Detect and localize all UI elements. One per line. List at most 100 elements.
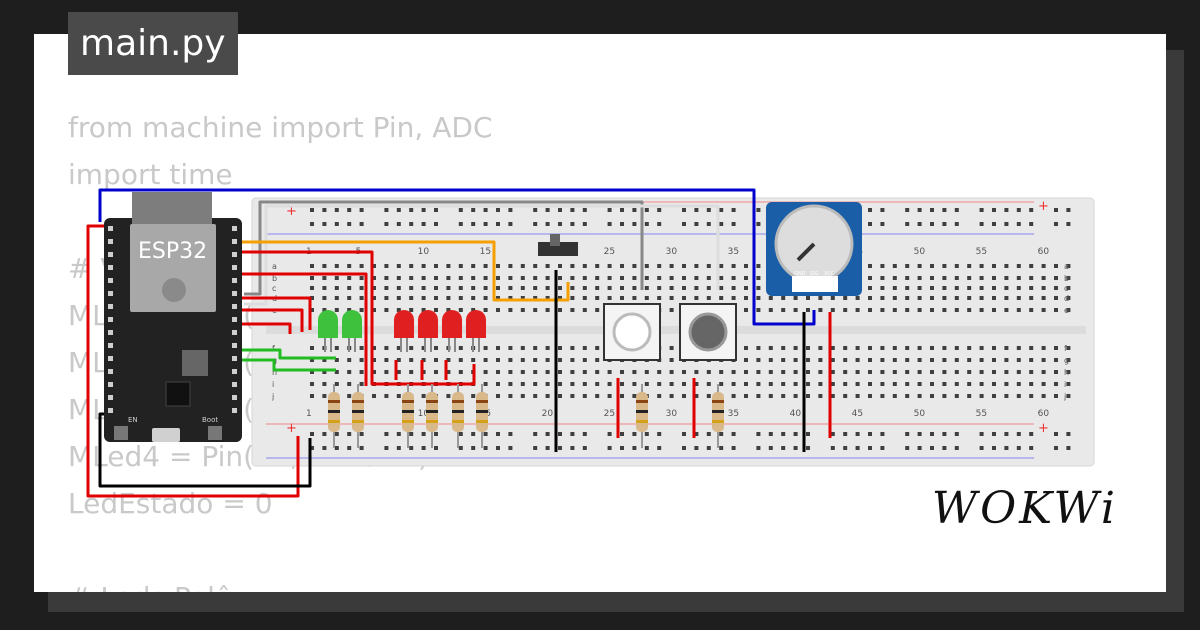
boot-button[interactable] [208,426,222,440]
rail-hole [694,446,699,450]
breadboard-hole [458,308,463,312]
breadboard-hole [855,370,860,374]
breadboard-hole [793,382,798,386]
esp32-board[interactable]: ESP32 EN Boot [104,192,242,442]
slide-switch[interactable] [538,234,578,256]
rail-hole [930,446,934,450]
breadboard-hole [806,358,810,362]
rail-hole [719,446,724,450]
breadboard-hole [744,264,748,268]
breadboard-hole [644,286,649,290]
breadboard-hole [508,382,513,386]
rail-hole [657,222,662,226]
breadboard-hole [1004,394,1009,398]
en-button[interactable] [114,426,128,440]
breadboard-hole [533,286,538,290]
breadboard-hole [582,346,587,350]
rail-hole [694,208,699,212]
breadboard-hole [905,382,910,386]
rail-hole [334,446,339,450]
breadboard-hole [855,296,860,300]
breadboard-hole [310,264,314,268]
breadboard-hole [372,370,376,374]
breadboard-hole [669,346,674,350]
breadboard-hole [384,370,389,374]
breadboard-hole [905,370,910,374]
wire-red-3 [232,296,312,330]
breadboard-hole [595,276,600,280]
rail-hole [880,432,885,436]
breadboard-hole [1004,308,1009,312]
breadboard-hole [942,358,947,362]
rail-hole [1054,208,1058,212]
esp32-pin [108,278,113,283]
push-button-gray[interactable] [679,303,737,361]
breadboard-hole [830,308,835,312]
rail-hole [558,222,562,226]
breadboard-hole [545,296,550,300]
breadboard-hole [781,296,786,300]
rail-hole [582,208,587,212]
breadboard-hole [496,308,500,312]
push-button-white[interactable] [603,303,661,361]
breadboard-hole [744,286,748,290]
esp32-pin [232,408,237,413]
rail-hole [334,432,339,436]
breadboard-hole [334,346,339,350]
file-tab[interactable]: main.py [68,12,238,75]
breadboard-hole [334,308,339,312]
led-red [394,310,414,338]
breadboard-hole [917,370,922,374]
breadboard-hole [620,276,624,280]
breadboard-hole [979,346,984,350]
breadboard-hole [533,264,538,268]
rail-hole [570,208,575,212]
resistor-band [352,420,364,423]
breadboard-hole [384,308,389,312]
breadboard-hole [1004,264,1009,268]
plus-marker: + [1038,421,1049,436]
breadboard-hole [595,286,600,290]
breadboard-hole [855,394,860,398]
breadboard-hole [1004,346,1009,350]
rail-hole [806,446,810,450]
breadboard: 1155101015152020252530303535404045455050… [251,197,1095,467]
breadboard-hole [1066,308,1071,312]
rail-hole [806,432,810,436]
breadboard-hole [508,286,513,290]
rail-hole [1066,446,1071,450]
breadboard-hole [744,394,748,398]
potentiometer[interactable]: GND SIG VCC [766,202,862,296]
breadboard-hole [669,308,674,312]
breadboard-hole [818,308,823,312]
en-label: EN [128,416,138,424]
rail-hole [384,446,389,450]
breadboard-hole [384,346,389,350]
rail-hole [533,222,538,226]
breadboard-hole [570,308,575,312]
rail-hole [620,222,624,226]
breadboard-hole [483,286,488,290]
rail-hole [322,222,327,226]
rail-hole [1029,208,1034,212]
breadboard-hole [979,308,984,312]
rail-hole [793,432,798,436]
breadboard-hole [1029,264,1034,268]
rail-hole [396,208,401,212]
rail-hole [768,432,773,436]
esp32-pin [108,265,113,270]
breadboard-hole [930,286,934,290]
breadboard-hole [607,394,612,398]
column-number: 15 [480,247,491,257]
rail-hole [1066,432,1071,436]
breadboard-hole [942,382,947,386]
rail-hole [409,432,414,436]
breadboard-hole [1041,264,1046,268]
breadboard-hole [880,346,885,350]
breadboard-hole [1041,394,1046,398]
breadboard-hole [620,296,624,300]
resistor-band [426,400,438,403]
rail-hole [992,446,996,450]
led-green [318,310,338,338]
breadboard-hole [545,370,550,374]
